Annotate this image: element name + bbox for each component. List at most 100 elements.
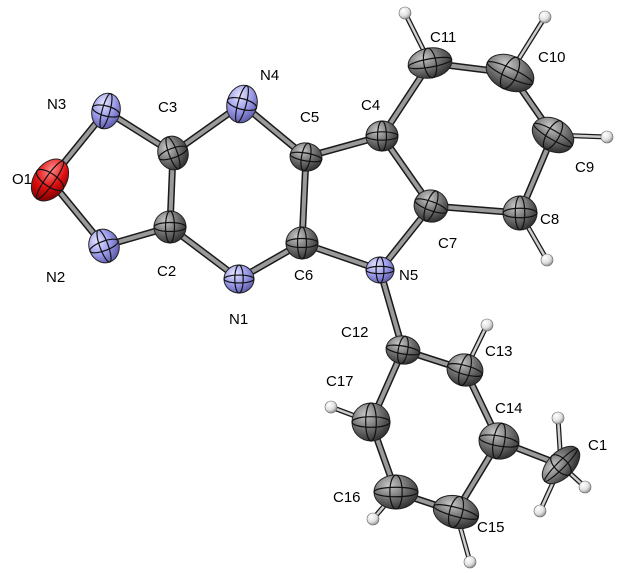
- atom-ellipsoid-c13: [446, 353, 484, 387]
- atom-ellipsoid-c15: [432, 494, 480, 530]
- ellipsoid-axis-c8: [514, 195, 526, 231]
- ellipsoid-axis-c10: [486, 60, 534, 86]
- ellipsoid-axis-o1: [35, 168, 65, 192]
- ellipsoid-axis-n1: [234, 264, 244, 294]
- atom-c1: [541, 445, 581, 485]
- ellipsoid-axis-c13: [446, 363, 484, 377]
- hydrogen-atom-on-c16: [366, 512, 380, 526]
- atom-label-o1: O1: [12, 171, 32, 188]
- ellipsoid-axis-n5: [375, 256, 385, 284]
- ellipsoid-axis-c3: [165, 136, 181, 170]
- atom-c17: [351, 402, 391, 442]
- atom-label-c7: C7: [438, 235, 457, 252]
- atom-ellipsoid-c10: [485, 53, 535, 93]
- atom-c16: [373, 474, 419, 510]
- ellipsoid-axis-c7: [423, 190, 439, 222]
- atom-ellipsoid-c3: [157, 135, 189, 171]
- ellipsoid-axis-c8: [502, 207, 538, 219]
- atom-label-c17: C17: [326, 373, 354, 390]
- atom-c6: [285, 226, 319, 260]
- ellipsoid-axis-c12: [397, 335, 409, 365]
- ellipsoid-axis-n2: [89, 238, 119, 254]
- atom-ellipsoid-c4: [365, 120, 399, 152]
- atom-ellipsoid-c2: [153, 210, 187, 244]
- hydrogen-atom-on-c8: [540, 253, 554, 267]
- ellipsoid-axis-c17: [365, 402, 377, 442]
- ellipsoid-axis-c10: [499, 56, 521, 90]
- ellipsoid-axis-c4: [365, 131, 399, 141]
- hydrogen-atom-on-c1: [551, 411, 565, 425]
- atom-label-c16: C16: [333, 489, 361, 506]
- ellipsoid-axis-n4: [226, 96, 258, 112]
- atom-c5: [289, 142, 323, 172]
- atom-c11: [407, 47, 453, 79]
- atom-label-n4: N4: [260, 67, 279, 84]
- ellipsoid-axis-n5: [365, 265, 395, 275]
- ellipsoid-axis-c16: [373, 486, 419, 498]
- atom-label-c8: C8: [540, 211, 559, 228]
- atom-ellipsoid-c9: [531, 116, 575, 154]
- atom-label-n5: N5: [399, 267, 418, 284]
- ellipsoid-axis-c11: [422, 47, 438, 79]
- atom-label-n3: N3: [47, 96, 66, 113]
- hydrogen-atom-on-c1: [578, 480, 592, 494]
- atom-c15: [432, 494, 480, 530]
- ellipsoid-axis-c2: [164, 210, 176, 244]
- ellipsoid-axis-c1: [550, 454, 572, 476]
- ellipsoid-axis-n3: [91, 104, 121, 118]
- hydrogen-atom-on-c15: [463, 555, 477, 569]
- hydrogen-atom-on-c1: [533, 504, 547, 518]
- ellipsoid-axis-c5: [300, 142, 312, 172]
- ellipsoid-axis-c12: [385, 344, 421, 356]
- atoms-layer: [30, 47, 581, 530]
- atom-o1: [30, 158, 70, 202]
- atom-ellipsoid-n5: [365, 256, 395, 284]
- atom-label-c10: C10: [538, 49, 566, 66]
- atom-label-c9: C9: [575, 159, 594, 176]
- hydrogen-atom-on-c11: [398, 6, 412, 20]
- atom-c13: [446, 353, 484, 387]
- ellipsoid-axis-c16: [389, 474, 403, 510]
- atom-label-c2: C2: [157, 263, 176, 280]
- atom-labels-layer: O1N2N3C2C3N4N1C5C6C4N5C7C11C10C9C8C12C13…: [12, 29, 607, 536]
- atom-c9: [531, 116, 575, 154]
- ellipsoid-axis-c13: [458, 353, 472, 387]
- atom-ellipsoid-n1: [223, 264, 255, 294]
- atom-label-c15: C15: [477, 519, 505, 536]
- hydrogen-atom-on-c10: [538, 10, 552, 24]
- atom-label-c14: C14: [495, 400, 523, 417]
- atom-ellipsoid-c17: [351, 402, 391, 442]
- ellipsoid-axis-c4: [376, 120, 388, 152]
- atom-ellipsoid-c6: [285, 226, 319, 260]
- ellipsoid-axis-c15: [433, 504, 479, 520]
- atom-label-c12: C12: [341, 324, 369, 341]
- atom-label-c3: C3: [158, 99, 177, 116]
- ellipsoid-axis-o1: [35, 160, 65, 200]
- atom-ellipsoid-c16: [373, 474, 419, 510]
- atom-c12: [385, 335, 421, 365]
- ellipsoid-axis-c1: [543, 447, 579, 483]
- atom-n3: [91, 92, 121, 130]
- ellipsoid-axis-c14: [492, 422, 506, 460]
- ellipsoid-axis-c9: [542, 120, 564, 150]
- ellipsoid-axis-n2: [96, 229, 112, 263]
- atom-c8: [502, 195, 538, 231]
- ellipsoid-axis-c6: [296, 226, 308, 260]
- atom-c4: [365, 120, 399, 152]
- ellipsoid-axis-c7: [414, 198, 448, 214]
- atom-c10: [485, 53, 535, 93]
- atom-label-n2: N2: [46, 269, 65, 286]
- atom-c2: [153, 210, 187, 244]
- atom-c14: [478, 422, 520, 460]
- ellipsoid-axis-c5: [289, 151, 323, 163]
- atom-ellipsoid-c8: [502, 195, 538, 231]
- ellipsoid-axis-c11: [407, 56, 453, 70]
- ellipsoid-axis-c6: [285, 237, 319, 249]
- hydrogen-atoms-layer: [324, 6, 614, 569]
- atom-n5: [365, 256, 395, 284]
- atom-label-c5: C5: [300, 109, 319, 126]
- ellipsoid-axis-c2: [153, 221, 187, 233]
- ellipsoid-axis-c17: [351, 416, 391, 428]
- atom-label-n1: N1: [229, 311, 248, 328]
